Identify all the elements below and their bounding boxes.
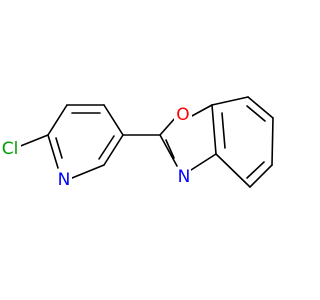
bond-n1-c2-double <box>55 137 63 159</box>
bond-n1-c2 <box>47 134 59 169</box>
bond-c4-c5 <box>103 104 124 136</box>
bond-c7-c6 <box>247 96 274 119</box>
bond-c7a-c7 <box>211 96 249 106</box>
oxazole-nitrogen-label: N <box>178 167 191 187</box>
chemical-structure: Cl N N O <box>0 96 274 190</box>
bond-o1-c7a <box>189 104 213 118</box>
bond-c5-c6-double <box>98 135 115 160</box>
oxazole-oxygen-label: O <box>176 105 189 125</box>
pyridine-nitrogen-atom: N <box>57 170 72 190</box>
bonds <box>17 96 274 188</box>
bond-c2-c3 <box>47 104 68 136</box>
bond-c5-c4 <box>249 164 273 188</box>
bond-c3a-c7a-double <box>221 112 226 149</box>
oxazole-oxygen-atom: O <box>174 105 192 125</box>
bond-c6-n1 <box>71 164 105 179</box>
bond-c7-c6-double <box>246 105 266 122</box>
bond-c2-cl <box>17 134 49 148</box>
bond-n3-c2 <box>159 134 178 167</box>
bond-c7a-c3a <box>211 104 217 155</box>
bond-c5-c4-double <box>246 161 265 179</box>
bond-c6-c5 <box>271 117 274 166</box>
oxazole-nitrogen-atom: N <box>177 167 191 187</box>
chlorine-label: Cl <box>2 139 19 159</box>
atom-labels: Cl N N O <box>0 105 192 190</box>
bond-c5-c6 <box>103 134 124 166</box>
chlorine-atom: Cl <box>0 139 21 159</box>
pyridine-nitrogen-label: N <box>58 170 71 190</box>
bond-c3a-n3 <box>190 153 217 171</box>
bond-n3-c2-double <box>165 139 175 159</box>
bond-c2-o1 <box>159 116 177 136</box>
bond-c4-c3a <box>215 153 251 188</box>
